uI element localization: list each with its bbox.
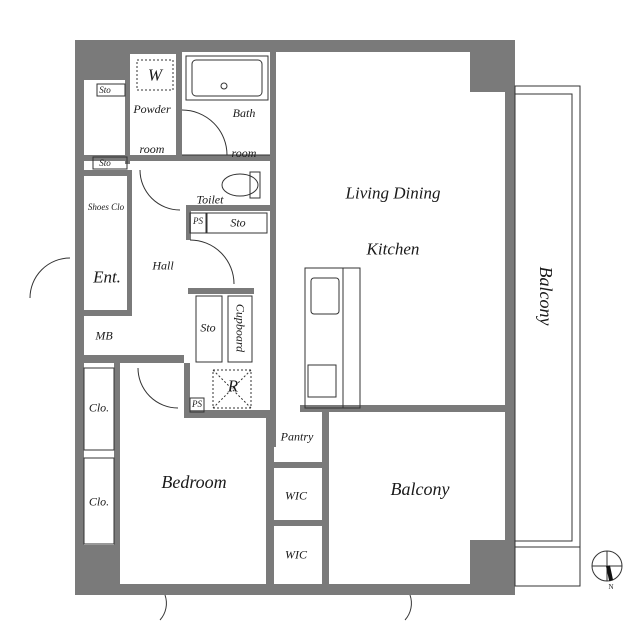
room-entrance: Ent.	[93, 267, 121, 287]
room-storage-mid: Sto	[99, 158, 111, 169]
powder-line2: room	[139, 141, 165, 156]
room-pantry: Pantry	[280, 429, 314, 444]
compass-label: N	[608, 583, 614, 592]
pipe-space-lower: PS	[192, 399, 202, 410]
bath-line1: Bath	[232, 106, 256, 121]
room-bedroom: Bedroom	[161, 472, 227, 493]
room-powder: Powder room	[133, 77, 170, 169]
pipe-space-upper: PS	[193, 216, 203, 227]
room-storage-top: Sto	[99, 85, 111, 96]
room-wic-lower: WIC	[285, 547, 307, 562]
powder-line1: Powder	[133, 102, 171, 117]
walls	[75, 40, 515, 595]
room-toilet: Toilet	[196, 192, 224, 207]
room-wic-upper: WIC	[285, 488, 307, 503]
room-balcony-outer: Balcony	[535, 266, 556, 326]
room-mb: MB	[95, 328, 113, 343]
room-closet-upper: Clo.	[88, 400, 110, 415]
room-shoes-closet: Shoes Clo	[87, 202, 125, 213]
washer-space: W	[147, 65, 163, 85]
room-storage-hall: Sto	[200, 320, 216, 335]
room-cupboard: Cupboard	[233, 303, 248, 353]
room-living-dining-kitchen: Living Dining Kitchen	[346, 148, 441, 279]
room-closet-lower: Clo.	[88, 494, 110, 509]
bath-line2: room	[231, 145, 257, 160]
room-storage-toilet: Sto	[230, 215, 246, 230]
compass-icon	[591, 550, 623, 582]
room-bathroom: Bath room	[232, 81, 257, 173]
fixtures	[29, 55, 581, 621]
room-balcony-inner: Balcony	[390, 479, 450, 500]
ldk-line2: Kitchen	[366, 240, 420, 260]
ldk-line1: Living Dining	[345, 183, 441, 203]
refrigerator-space: R	[227, 376, 239, 396]
room-hall: Hall	[152, 258, 174, 273]
